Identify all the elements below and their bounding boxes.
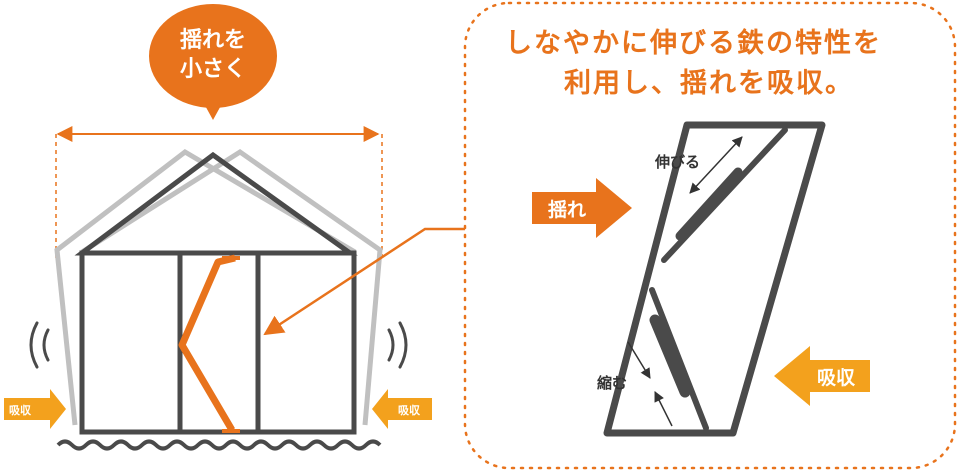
shrink-arrow-upper [627,341,651,379]
stretch-arrow [689,136,743,194]
swayed-house-left [54,148,357,426]
swayed-house-right [80,148,383,426]
steel-brace [178,254,240,433]
vibration-marks-right [387,321,408,369]
connector-line [263,227,465,336]
heading-line2: 利用し、揺れを吸収。 [564,68,854,99]
speech-bubble-body [149,4,277,108]
stretch-label: 伸びる [655,153,701,171]
speech-bubble [149,4,277,120]
shrink-label: 縮む [597,374,628,392]
ground-wave [56,439,382,451]
bubble-text-line2: 小さく [179,57,246,82]
speech-bubble-tail [202,100,224,120]
house-body [79,250,357,435]
absorb-label-right: 吸収 [398,404,420,417]
absorb-arrow-right [372,389,432,429]
absorb-label: 吸収 [817,367,856,389]
callout-box [463,1,957,470]
absorb-label-left: 吸収 [9,404,31,417]
deformed-frame [603,121,826,437]
shrink-arrow-lower [654,391,673,427]
compressed-brace [649,287,709,431]
steel-brace-line [178,254,236,432]
shake-arrow [532,178,632,238]
vibration-marks-left [29,321,50,369]
bubble-text-line1: 揺れを [179,28,246,53]
shake-label: 揺れ [548,199,587,221]
absorb-arrow-left [4,389,66,429]
heading-line1: しなやかに伸びる鉄の特性を [505,28,882,59]
absorb-arrow [774,346,870,406]
